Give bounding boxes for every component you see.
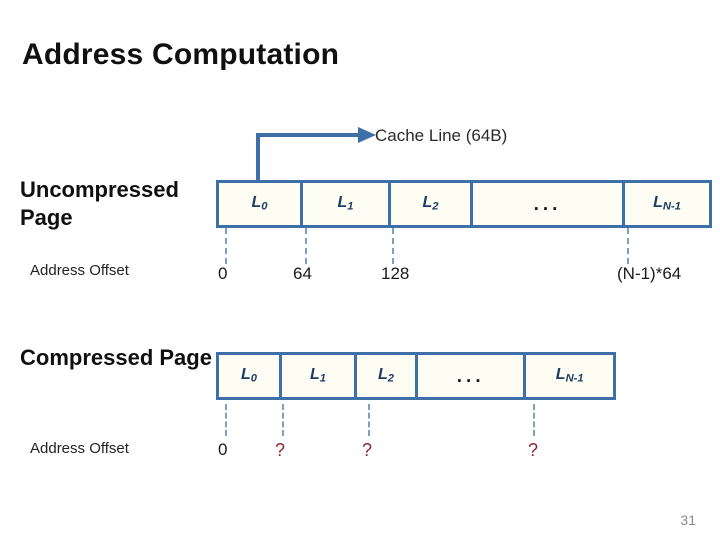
offset-tick-guide [533, 404, 535, 436]
memory-cell: L1 [282, 355, 357, 397]
cell-line-label-base: L [555, 366, 566, 384]
cell-line-label: LN-1 [556, 367, 584, 385]
memory-cell: ... [418, 355, 527, 397]
memory-cell: L2 [391, 183, 473, 225]
cell-line-label-subscript: 2 [432, 200, 439, 213]
cell-line-label-subscript: 1 [347, 200, 354, 213]
cell-line-label-subscript: 0 [250, 372, 258, 385]
offset-tick-guide [305, 228, 307, 264]
memory-cell: LN-1 [625, 183, 709, 225]
cell-line-label-base: L [337, 194, 348, 212]
offset-tick-guide [225, 228, 227, 264]
cell-line-label-base: L [251, 194, 262, 212]
offset-value: 0 [218, 264, 228, 283]
offset-value: 0 [218, 440, 228, 459]
cell-line-label-subscript: N-1 [662, 200, 681, 213]
offset-value-unknown: ? [275, 440, 286, 460]
memory-cell: L0 [219, 183, 303, 225]
uncompressed-page-caption: Uncompressed Page [20, 177, 179, 231]
uncompressed-address-offset-caption: Address Offset [30, 262, 129, 279]
cell-line-label-subscript: 1 [319, 372, 326, 385]
cell-line-label-subscript: N-1 [565, 372, 584, 385]
memory-cell: L0 [219, 355, 283, 397]
cell-line-label-base: L [377, 366, 388, 384]
cell-line-label: L0 [241, 367, 257, 385]
offset-tick-guide [627, 228, 629, 264]
compressed-address-offset-caption: Address Offset [30, 440, 129, 457]
offset-tick-guide [225, 404, 227, 436]
memory-cell: LN-1 [526, 355, 614, 397]
offset-tick-guide [392, 228, 394, 264]
offset-value-unknown: ? [362, 440, 373, 460]
page-title: Address Computation [22, 38, 340, 71]
cell-line-label: L2 [422, 195, 438, 213]
cell-ellipsis-label: ... [533, 193, 562, 215]
memory-cell: L1 [303, 183, 391, 225]
cache-line-callout-label: Cache Line (64B) [375, 126, 508, 145]
cell-line-label: LN-1 [653, 195, 681, 213]
offset-value-unknown: ? [528, 440, 539, 460]
cell-line-label-subscript: 2 [387, 372, 394, 385]
cell-line-label: L1 [337, 195, 353, 213]
cell-line-label: L2 [378, 367, 394, 385]
cell-line-label-subscript: 0 [261, 200, 268, 213]
offset-tick-guide [282, 404, 284, 436]
memory-cell: L2 [356, 355, 419, 397]
offset-value: (N-1)*64 [617, 264, 682, 283]
cell-line-label: L1 [310, 367, 326, 385]
cell-line-label-base: L [241, 366, 251, 384]
cell-ellipsis-label: ... [456, 365, 485, 387]
compressed-page-caption: Compressed Page [20, 345, 212, 370]
cache-line-arrow-icon [256, 127, 376, 196]
offset-value: 128 [381, 264, 410, 283]
memory-cell: ... [473, 183, 625, 225]
cell-line-label-base: L [422, 194, 433, 212]
cell-line-label-base: L [653, 194, 663, 212]
slide-page-number: 31 [680, 512, 696, 528]
cell-line-label-base: L [309, 366, 320, 384]
cell-line-label: L0 [251, 195, 267, 213]
offset-value: 64 [293, 264, 312, 283]
offset-tick-guide [368, 404, 370, 436]
